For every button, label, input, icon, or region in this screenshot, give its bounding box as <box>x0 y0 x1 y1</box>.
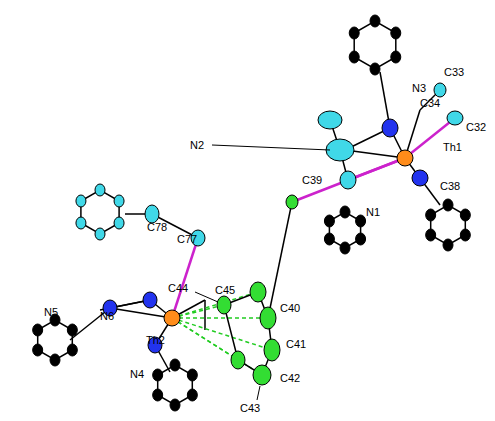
atom-label: N2 <box>190 139 204 151</box>
atom-label: Th1 <box>443 141 462 153</box>
carbon-atom <box>170 359 180 371</box>
carbon-atom <box>460 209 470 221</box>
atom-label: C32 <box>466 121 486 133</box>
carbon-atom <box>95 228 105 240</box>
atom-label: N6 <box>100 310 114 322</box>
carbon-atom <box>426 229 436 241</box>
atom-label: N1 <box>366 206 380 218</box>
carbon-atom <box>33 344 43 356</box>
phenyl-ring <box>81 190 119 234</box>
carbon-atom <box>356 233 366 245</box>
atom-label: N5 <box>44 306 58 318</box>
atom-label: C39 <box>302 174 322 186</box>
atom-label: Th2 <box>146 334 165 346</box>
atom-label: C78 <box>147 221 167 233</box>
carbon-atom <box>114 217 124 229</box>
atom-label: N4 <box>130 368 144 380</box>
carbon-atom <box>426 209 436 221</box>
carbon-atom <box>67 324 77 336</box>
phenyl-ring <box>354 21 396 69</box>
carbon-atom <box>340 242 350 254</box>
atom-label: C45 <box>215 284 235 296</box>
carbon-atom <box>340 206 350 218</box>
carbon-atom <box>443 199 453 211</box>
atom-label: C34 <box>420 97 440 109</box>
carbon-atom <box>460 229 470 241</box>
atom-label: C42 <box>280 372 300 384</box>
atom-label: C40 <box>280 302 300 314</box>
carbon-atom <box>187 369 197 381</box>
atom-label: C77 <box>177 233 197 245</box>
carbon-atom <box>356 215 366 227</box>
carbon-atom <box>67 344 77 356</box>
carbon-atom <box>443 239 453 251</box>
atom-label: C43 <box>240 402 260 414</box>
carbon-atom <box>324 215 334 227</box>
carbon-atom <box>114 195 124 207</box>
carbon-atom <box>76 217 86 229</box>
carbon-atom <box>391 27 401 39</box>
atom-label: C44 <box>168 282 188 294</box>
carbon-atom <box>153 369 163 381</box>
carbon-atom <box>95 184 105 196</box>
carbon-atom <box>170 399 180 411</box>
carbon-atom <box>324 233 334 245</box>
carbon-atom <box>349 27 359 39</box>
carbon-atom <box>76 195 86 207</box>
carbon-atom <box>370 63 380 75</box>
carbon-atom <box>50 354 60 366</box>
carbon-atom <box>391 51 401 63</box>
carbon-atom <box>33 324 43 336</box>
atom-label: C41 <box>286 338 306 350</box>
carbon-atom <box>153 389 163 401</box>
carbon-atom <box>187 389 197 401</box>
carbon-atom <box>370 15 380 27</box>
atom-label: N3 <box>412 82 426 94</box>
carbon-atom <box>349 51 359 63</box>
atom-label: C33 <box>444 66 464 78</box>
atom-label: C38 <box>440 180 460 192</box>
